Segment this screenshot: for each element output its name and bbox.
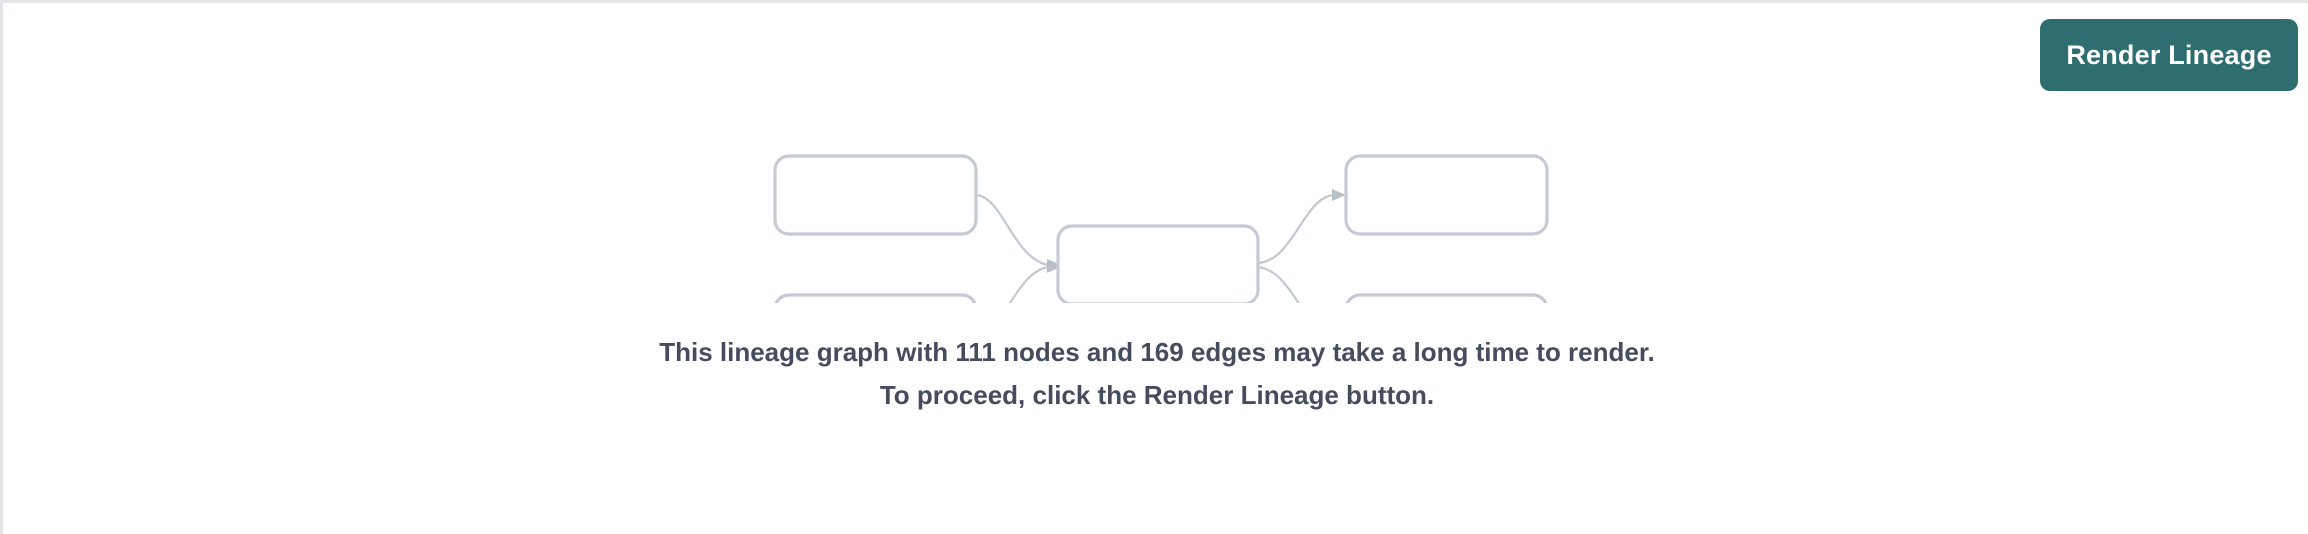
edge-arrowhead-into-right-top (1332, 189, 1346, 201)
graph-node-center (1056, 224, 1260, 303)
graph-node-left-bottom (774, 293, 977, 303)
edge-arrowhead-into-center-b (1047, 261, 1061, 273)
lineage-render-warning-text: This lineage graph with 111 nodes and 16… (659, 337, 1655, 410)
graph-node-left-top (773, 154, 978, 236)
graph-node-right-top (1344, 154, 1549, 236)
render-lineage-button[interactable]: Render Lineage (2040, 19, 2298, 91)
lineage-graph-placeholder (3, 3, 2308, 534)
edge-left-top-to-center (975, 193, 1049, 267)
edge-arrowhead-into-center-a (1047, 259, 1061, 271)
edge-left-bottom-to-center (1008, 265, 1049, 303)
graph-node-right-bottom (1345, 293, 1548, 303)
lineage-graph-svg (773, 154, 1549, 303)
edge-center-to-right-bottom (1257, 265, 1300, 303)
edge-center-to-right-top (1257, 193, 1334, 265)
